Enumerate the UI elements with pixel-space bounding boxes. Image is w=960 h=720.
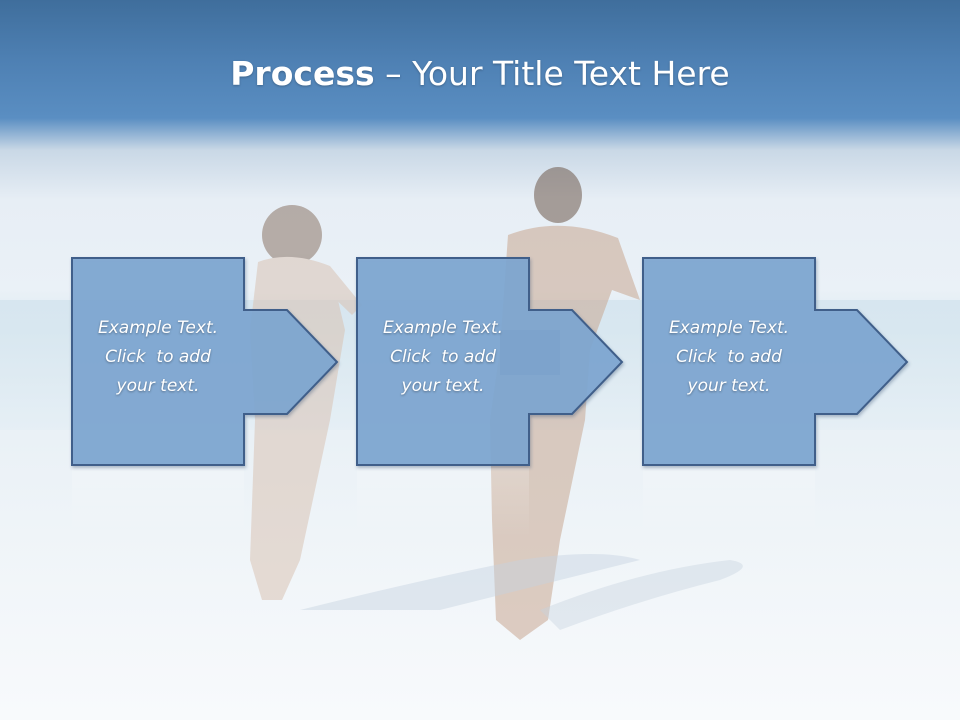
step-1-box-arrow xyxy=(71,257,339,466)
step-2-line-2: Click to add xyxy=(390,346,496,367)
step-2-box-arrow xyxy=(356,257,624,466)
slide-title[interactable]: Process – Your Title Text Here xyxy=(0,52,960,96)
title-separator: – xyxy=(374,54,413,93)
step-1-line-1: Example Text. xyxy=(97,317,219,338)
step-1-line-3: your text. xyxy=(116,375,200,396)
step-3-line-3: your text. xyxy=(687,375,771,396)
step-3-line-2: Click to add xyxy=(676,346,782,367)
process-step-2[interactable] xyxy=(356,257,624,466)
process-step-3[interactable] xyxy=(642,257,909,466)
step-1-line-2: Click to add xyxy=(105,346,211,367)
step-2-line-1: Example Text. xyxy=(382,317,504,338)
step-3-text[interactable]: Example Text. Click to add your text. xyxy=(643,309,815,405)
title-bold: Process xyxy=(230,54,375,93)
step-2-line-3: your text. xyxy=(401,375,485,396)
process-step-1[interactable] xyxy=(71,257,339,466)
step-2-text[interactable]: Example Text. Click to add your text. xyxy=(357,309,529,405)
step-3-line-1: Example Text. xyxy=(668,317,790,338)
step-3-box-arrow xyxy=(642,257,909,466)
title-rest: Your Title Text Here xyxy=(412,54,730,93)
step-1-text[interactable]: Example Text. Click to add your text. xyxy=(72,309,244,405)
